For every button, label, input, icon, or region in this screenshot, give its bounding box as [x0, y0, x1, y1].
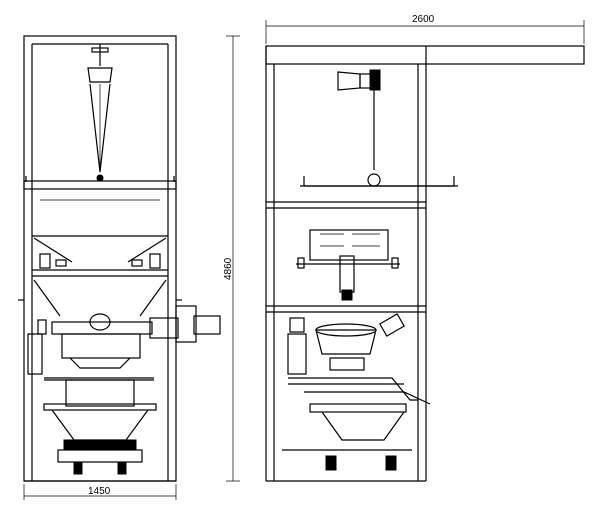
front-scale-unit: [27, 305, 221, 381]
dimension-2600: 2600: [412, 14, 435, 25]
front-bagger: [43, 379, 157, 475]
side-middle-unit: [296, 229, 400, 301]
side-view: [265, 45, 585, 482]
dimension-1450: 1450: [88, 486, 111, 497]
front-view: [18, 35, 221, 482]
dimension-4860: 4860: [223, 257, 234, 280]
front-middle-hopper: [32, 235, 168, 277]
side-width-dimension: 2600: [265, 14, 585, 44]
front-hoist: [87, 44, 113, 182]
front-width-dimension: 1450: [23, 484, 177, 500]
side-lower-unit: [282, 313, 431, 471]
front-height-dimension: 4860: [223, 35, 240, 482]
side-top-beam: [265, 45, 585, 65]
side-hoist: [300, 69, 458, 187]
